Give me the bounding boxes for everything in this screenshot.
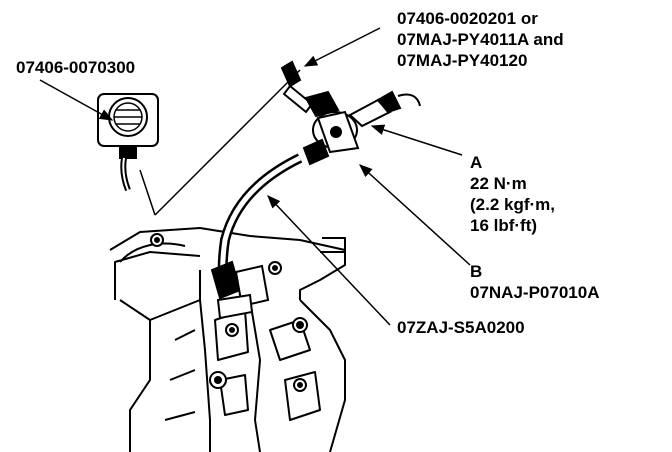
adapter-part-label-line3: 07MAJ-PY40120 <box>397 51 528 70</box>
pressure-gauge-icon <box>97 93 159 192</box>
leader-arrows <box>39 27 471 326</box>
callout-a-letter: A <box>470 153 483 172</box>
adapter-part-label-line1: 07406-0020201 or <box>397 9 538 28</box>
pressure-adapter <box>280 60 421 166</box>
adapter-part-label-line2: 07MAJ-PY4011A and <box>397 30 564 49</box>
connection-lines <box>139 69 301 216</box>
callout-b-letter: B <box>470 262 483 281</box>
callout-a-torque-lbfft: 16 lbf·ft) <box>470 216 538 235</box>
callout-a-torque-nm: 22 N·m <box>470 174 527 193</box>
callout-a-torque-kgfm: (2.2 kgf·m, <box>470 195 556 214</box>
gauge-part-label: 07406-0070300 <box>16 58 136 77</box>
hose-part-label: 07ZAJ-S5A0200 <box>397 318 525 337</box>
fuel-rail-fitting <box>210 260 270 320</box>
engine-bolts <box>150 233 308 392</box>
callout-b-part-label: 07NAJ-P07010A <box>470 283 600 302</box>
